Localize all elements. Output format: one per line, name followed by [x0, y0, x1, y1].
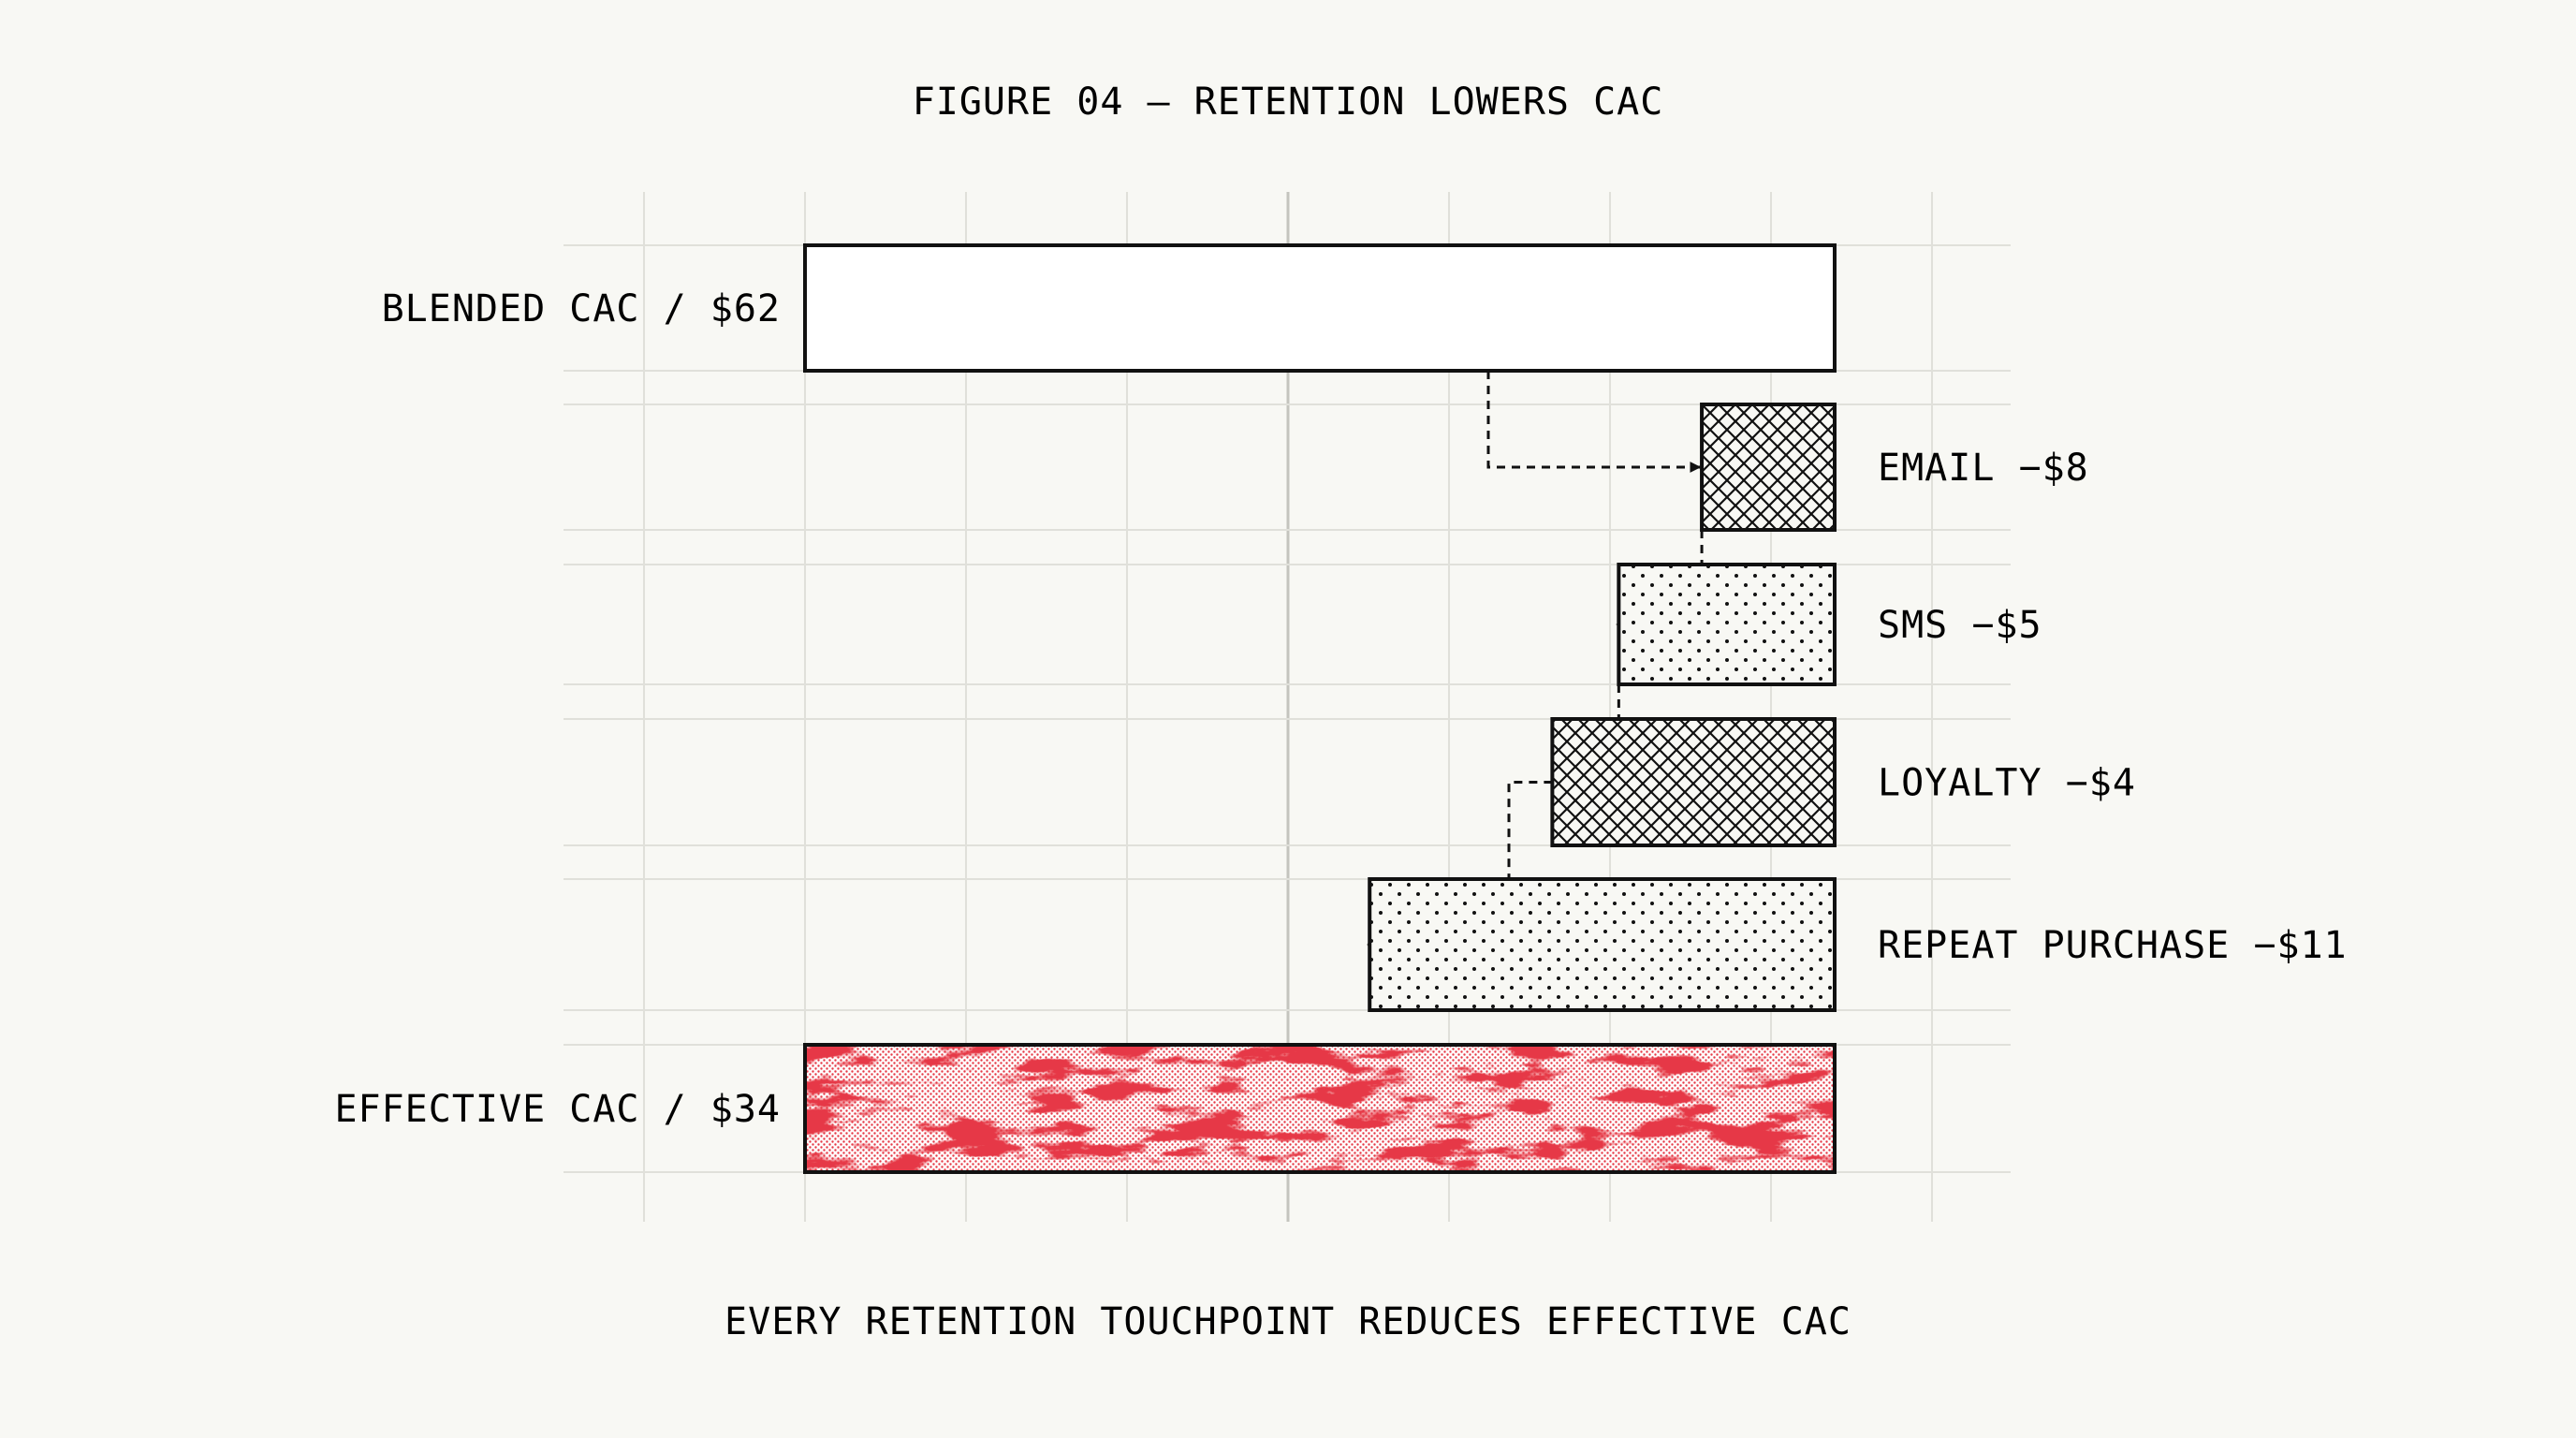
bar-rect [1700, 403, 1837, 532]
bar-rect [1617, 563, 1837, 686]
bar-rect [803, 243, 1837, 373]
bar-label: EMAIL −$8 [1878, 447, 2089, 490]
bar-decrease [1550, 717, 1837, 847]
connector-arrow [1486, 371, 1702, 473]
bar-decrease [1700, 403, 1837, 532]
bar-texture-overlay [805, 1045, 1835, 1172]
bar-label: REPEAT PURCHASE −$11 [1878, 924, 2348, 967]
chart-caption: EVERY RETENTION TOUCHPOINT REDUCES EFFEC… [724, 1300, 1852, 1343]
bar-label: SMS −$5 [1878, 604, 2042, 647]
bar-total [803, 1043, 1837, 1174]
chart-title: FIGURE 04 — RETENTION LOWERS CAC [913, 81, 1664, 124]
bar-rect [1368, 877, 1837, 1012]
bar-decrease [1617, 563, 1837, 686]
bar-decrease [1368, 877, 1837, 1012]
waterfall-bars [803, 243, 1837, 1174]
bar-label: EFFECTIVE CAC / $34 [334, 1088, 781, 1131]
bar-label: LOYALTY −$4 [1878, 762, 2136, 805]
bar-outline [803, 1043, 1837, 1174]
bar-rect [1550, 717, 1837, 847]
bar-total [803, 243, 1837, 373]
bar-label: BLENDED CAC / $62 [382, 287, 781, 330]
